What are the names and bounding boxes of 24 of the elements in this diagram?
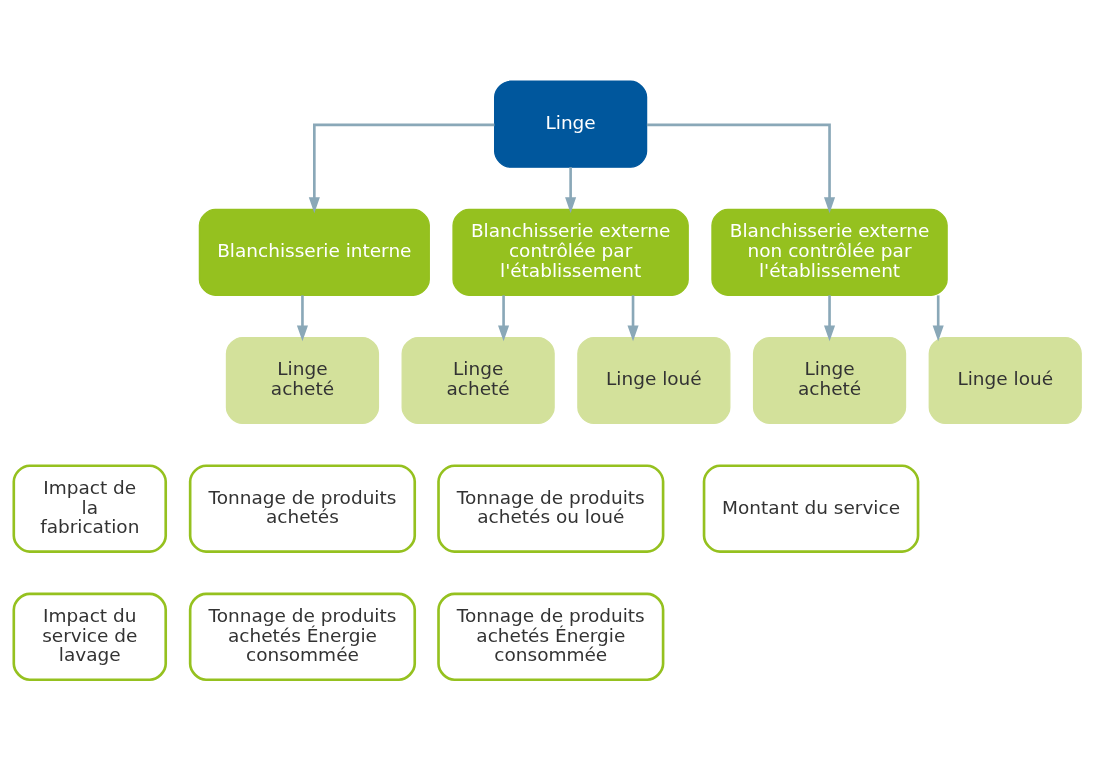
arrow xyxy=(498,295,510,342)
node-box: Linge loué xyxy=(577,336,731,425)
arrow xyxy=(823,295,836,342)
node-box: Tonnage de produits achetés Énergie consommée xyxy=(437,592,665,682)
node-box: Linge acheté xyxy=(401,336,555,425)
arrow xyxy=(296,295,308,342)
node-box: Linge acheté xyxy=(225,336,380,425)
arrow xyxy=(627,295,639,342)
node-box: Tonnage de produits achetés xyxy=(188,464,417,553)
node-box: Tonnage de produits achetés Énergie consommée xyxy=(188,592,417,682)
node-box: Montant du service xyxy=(702,464,920,553)
arrow xyxy=(932,295,944,342)
node-box: Blanchisserie interne xyxy=(198,208,430,296)
node-box: Blanchisserie externe contrôlée par l'établissement xyxy=(452,208,689,296)
node-box: Impact du service de lavage xyxy=(12,592,168,682)
arrow xyxy=(565,167,577,214)
node-box: Linge acheté xyxy=(752,336,907,425)
arrow xyxy=(646,123,836,214)
node-box: Blanchisserie externe non contrôlée par l'établissement xyxy=(711,208,948,296)
node-box: Tonnage de produits achetés ou loué xyxy=(437,464,665,553)
node-box: Linge loué xyxy=(928,336,1082,425)
arrow xyxy=(308,123,495,214)
node-box: Impact de la fabrication xyxy=(12,464,168,553)
node-box: Linge xyxy=(494,80,648,168)
